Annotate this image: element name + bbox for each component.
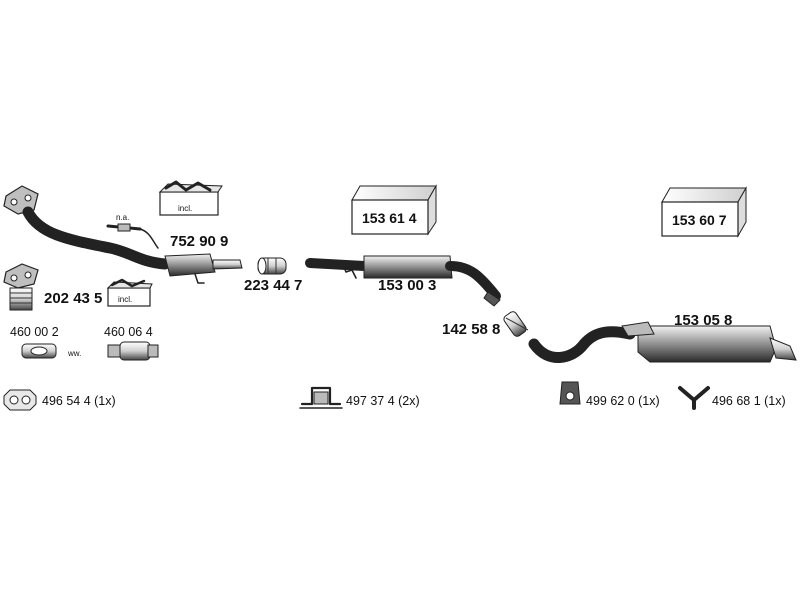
label-front-pipe: 752 90 9: [170, 233, 228, 250]
label-connector: 223 44 7: [244, 277, 302, 294]
pipe-clamp-mid: [503, 311, 529, 337]
mounting-bracket-icon: [299, 386, 343, 409]
footer-item-2: 497 37 4 (2x): [346, 394, 420, 408]
footer-item-3: 499 62 0 (1x): [586, 394, 660, 408]
gasket-a-icon: [21, 343, 57, 359]
flange-gasket-front: [3, 263, 39, 289]
parts-box-right: 153 60 7: [661, 186, 747, 238]
rear-muffler-with-tailpipe: [528, 321, 797, 363]
incl-kit-box-1: incl.: [158, 180, 223, 216]
label-middle-pipe: 153 00 3: [378, 277, 436, 294]
oxygen-sensor: [106, 223, 159, 249]
ww-note: ww.: [67, 349, 81, 358]
box-right-label: 153 60 7: [672, 212, 727, 228]
footer-item-1: 496 54 4 (1x): [42, 394, 116, 408]
middle-pipe-with-silencer: [305, 255, 501, 307]
footer-item-4: 496 68 1 (1x): [712, 394, 786, 408]
incl-label-1: incl.: [178, 204, 192, 213]
incl-label-2: incl.: [118, 295, 132, 304]
pipe-connector: [257, 257, 287, 275]
na-note: n.a.: [116, 213, 129, 222]
parts-box-center: 153 61 4: [351, 184, 437, 236]
y-hanger-icon: [678, 386, 710, 410]
gasket-b-icon: [107, 341, 159, 361]
front-pipe-with-catalyst: [22, 206, 243, 284]
rubber-hanger-icon: [559, 381, 581, 405]
box-center-label: 153 61 4: [362, 210, 417, 226]
label-rear-muffler: 153 05 8: [674, 312, 732, 329]
incl-kit-box-2: incl.: [106, 278, 153, 307]
gasket-ring-icon: [3, 389, 37, 411]
label-gasket-b: 460 06 4: [104, 325, 153, 339]
label-gasket-a: 460 00 2: [10, 325, 59, 339]
label-clamp-mid: 142 58 8: [442, 321, 500, 338]
spring-bolt: [9, 287, 33, 311]
label-clamp-front: 202 43 5: [44, 290, 102, 307]
